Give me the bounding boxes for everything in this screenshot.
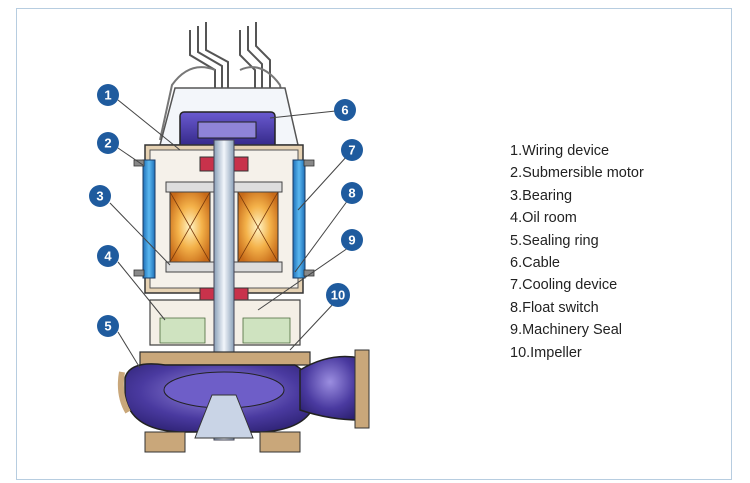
figure-frame [16,8,732,480]
parts-legend: 1.Wiring device 2.Submersible motor 3.Be… [510,140,644,364]
callout-4: 4 [97,245,119,267]
svg-text:3: 3 [96,189,103,204]
legend-item-bearing: 3.Bearing [510,187,573,204]
legend-item-cable: 6.Cable [510,254,560,271]
callout-9: 9 [341,229,363,251]
pump-volute [117,349,370,453]
callout-7: 7 [341,139,363,161]
legend-item-wiring-device: 1.Wiring device [510,143,610,159]
svg-text:8: 8 [348,186,355,201]
callout-6: 6 [334,99,356,121]
legend-item-impeller: 10.Impeller [510,344,582,361]
legend-item-cooling-device: 7.Cooling device [510,277,618,294]
svg-text:4: 4 [104,249,112,264]
callout-5: 5 [97,315,119,337]
leader-lines [109,99,349,369]
svg-text:2: 2 [104,136,111,151]
callout-2: 2 [97,132,119,154]
stator [165,181,283,273]
legend-item-submersible-motor: 2.Submersible motor [510,165,644,182]
svg-text:9: 9 [348,233,355,248]
legend-item-float-switch: 8.Float switch [510,299,599,316]
legend-item-oil-room: 4.Oil room [510,210,577,227]
callout-1: 1 [97,84,119,106]
svg-text:7: 7 [348,143,355,158]
callout-8: 8 [341,182,363,204]
svg-text:10: 10 [331,288,345,303]
legend-item-machinery-seal: 9.Machinery Seal [510,322,623,339]
bearings [199,156,249,303]
legend-item-sealing-ring: 5.Sealing ring [510,232,599,249]
svg-text:5: 5 [104,319,111,334]
cable-chamber [159,87,299,151]
svg-text:6: 6 [341,103,348,118]
callout-3: 3 [89,185,111,207]
svg-text:1: 1 [104,88,111,103]
callout-10: 10 [326,283,350,307]
